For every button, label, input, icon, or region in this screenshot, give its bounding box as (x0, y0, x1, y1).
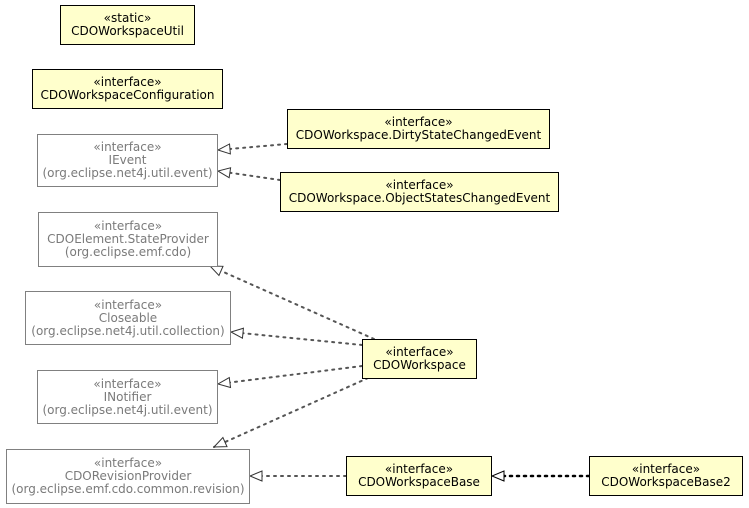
class-name: CDOWorkspaceConfiguration (40, 88, 215, 102)
class-name: CDOWorkspaceBase (358, 475, 480, 489)
package-name: (org.eclipse.net4j.util.collection) (31, 323, 225, 338)
stereotype-label: «interface» (93, 140, 162, 154)
interface-dirty-state-changed-event[interactable]: «interface» CDOWorkspace.DirtyStateChang… (287, 109, 550, 149)
class-name: CDOWorkspaceBase2 (601, 475, 731, 489)
interface-cdo-workspace-configuration[interactable]: «interface» CDOWorkspaceConfiguration (32, 69, 223, 109)
class-name: CDORevisionProvider (64, 469, 192, 483)
package-name: (org.eclipse.emf.cdo.common.revision) (11, 482, 245, 496)
stereotype-label: «interface» (384, 115, 453, 129)
package-name: (org.eclipse.net4j.util.event) (42, 166, 213, 180)
class-name: IEvent (108, 153, 147, 167)
interface-cdo-revision-provider[interactable]: «interface» CDORevisionProvider (org.ecl… (6, 449, 250, 504)
interface-cdo-workspace[interactable]: «interface» CDOWorkspace (362, 339, 477, 379)
edge-dirty-state-to-ievent (218, 143, 288, 150)
edge-workspace-to-state-provider (210, 265, 375, 340)
class-name: CDOWorkspace (373, 358, 466, 372)
stereotype-label: «interface» (385, 345, 454, 359)
interface-cdo-workspace-base[interactable]: «interface» CDOWorkspaceBase (346, 456, 492, 496)
edge-object-states-to-ievent (218, 171, 281, 181)
package-name: (org.eclipse.net4j.util.event) (42, 402, 213, 417)
class-name: CDOWorkspace.DirtyStateChangedEvent (295, 128, 542, 142)
package-name: (org.eclipse.emf.cdo) (64, 245, 192, 259)
stereotype-label: «interface» (93, 75, 162, 89)
stereotype-label: «interface» (631, 462, 701, 476)
class-name: Closeable (98, 310, 158, 325)
edge-workspace-to-closeable (231, 332, 363, 346)
interface-inotifier[interactable]: «interface» INotifier (org.eclipse.net4j… (37, 370, 218, 424)
interface-closeable[interactable]: «interface» Closeable (org.eclipse.net4j… (25, 291, 231, 345)
edge-workspace-to-revision-provider (214, 377, 369, 448)
stereotype-label: «interface» (384, 462, 454, 476)
stereotype-label: «interface» (93, 456, 163, 470)
stereotype-label: «static» (103, 11, 152, 25)
edge-workspace-to-inotifier (218, 365, 363, 384)
stereotype-label: «interface» (93, 219, 163, 233)
stereotype-label: «interface» (385, 178, 454, 192)
interface-object-states-changed-event[interactable]: «interface» CDOWorkspace.ObjectStatesCha… (280, 172, 559, 212)
class-name: CDOWorkspaceUtil (71, 24, 184, 38)
interface-ievent[interactable]: «interface» IEvent (org.eclipse.net4j.ut… (37, 134, 218, 187)
interface-cdo-workspace-base2[interactable]: «interface» CDOWorkspaceBase2 (589, 456, 743, 496)
class-name: CDOWorkspace.ObjectStatesChangedEvent (288, 191, 551, 205)
interface-state-provider[interactable]: «interface» CDOElement.StateProvider (or… (38, 212, 218, 267)
class-name: CDOElement.StateProvider (47, 232, 209, 246)
stereotype-label: «interface» (93, 376, 162, 391)
stereotype-label: «interface» (93, 297, 163, 312)
class-cdo-workspace-util[interactable]: «static» CDOWorkspaceUtil (60, 5, 195, 45)
class-name: INotifier (103, 389, 152, 404)
